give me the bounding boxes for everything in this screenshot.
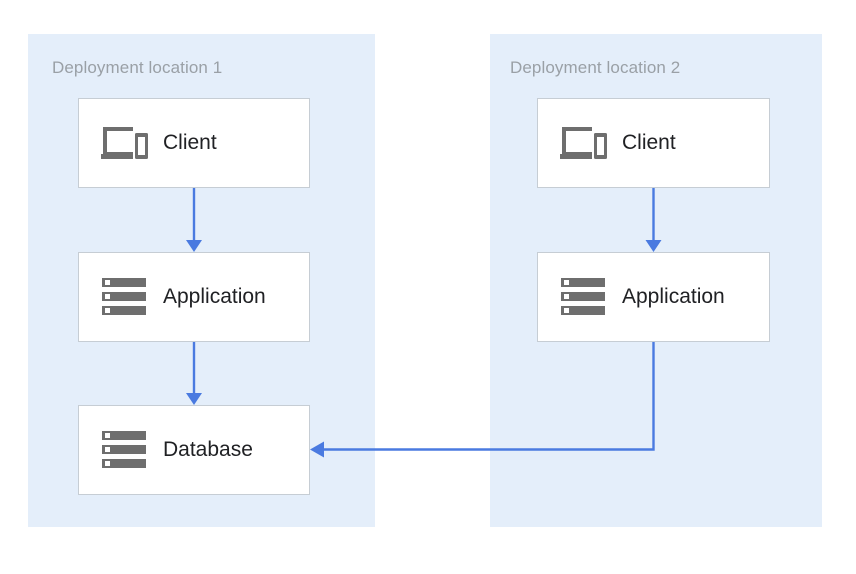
node-application-2-label: Application (622, 285, 725, 308)
server-rack-icon (558, 275, 608, 319)
deployment-zone-2-label: Deployment location 2 (510, 58, 681, 77)
node-client-1-label: Client (163, 131, 217, 154)
node-application-2[interactable]: Application (537, 252, 770, 342)
deployment-zone-1-label: Deployment location 1 (52, 58, 223, 77)
node-client-1[interactable]: Client (78, 98, 310, 188)
node-database-1[interactable]: Database (78, 405, 310, 495)
node-client-2-label: Client (622, 131, 676, 154)
node-database-1-label: Database (163, 438, 253, 461)
server-rack-icon (99, 275, 149, 319)
node-application-1-label: Application (163, 285, 266, 308)
node-application-1[interactable]: Application (78, 252, 310, 342)
laptop-phone-icon (558, 121, 608, 165)
server-rack-icon (99, 428, 149, 472)
node-client-2[interactable]: Client (537, 98, 770, 188)
laptop-phone-icon (99, 121, 149, 165)
